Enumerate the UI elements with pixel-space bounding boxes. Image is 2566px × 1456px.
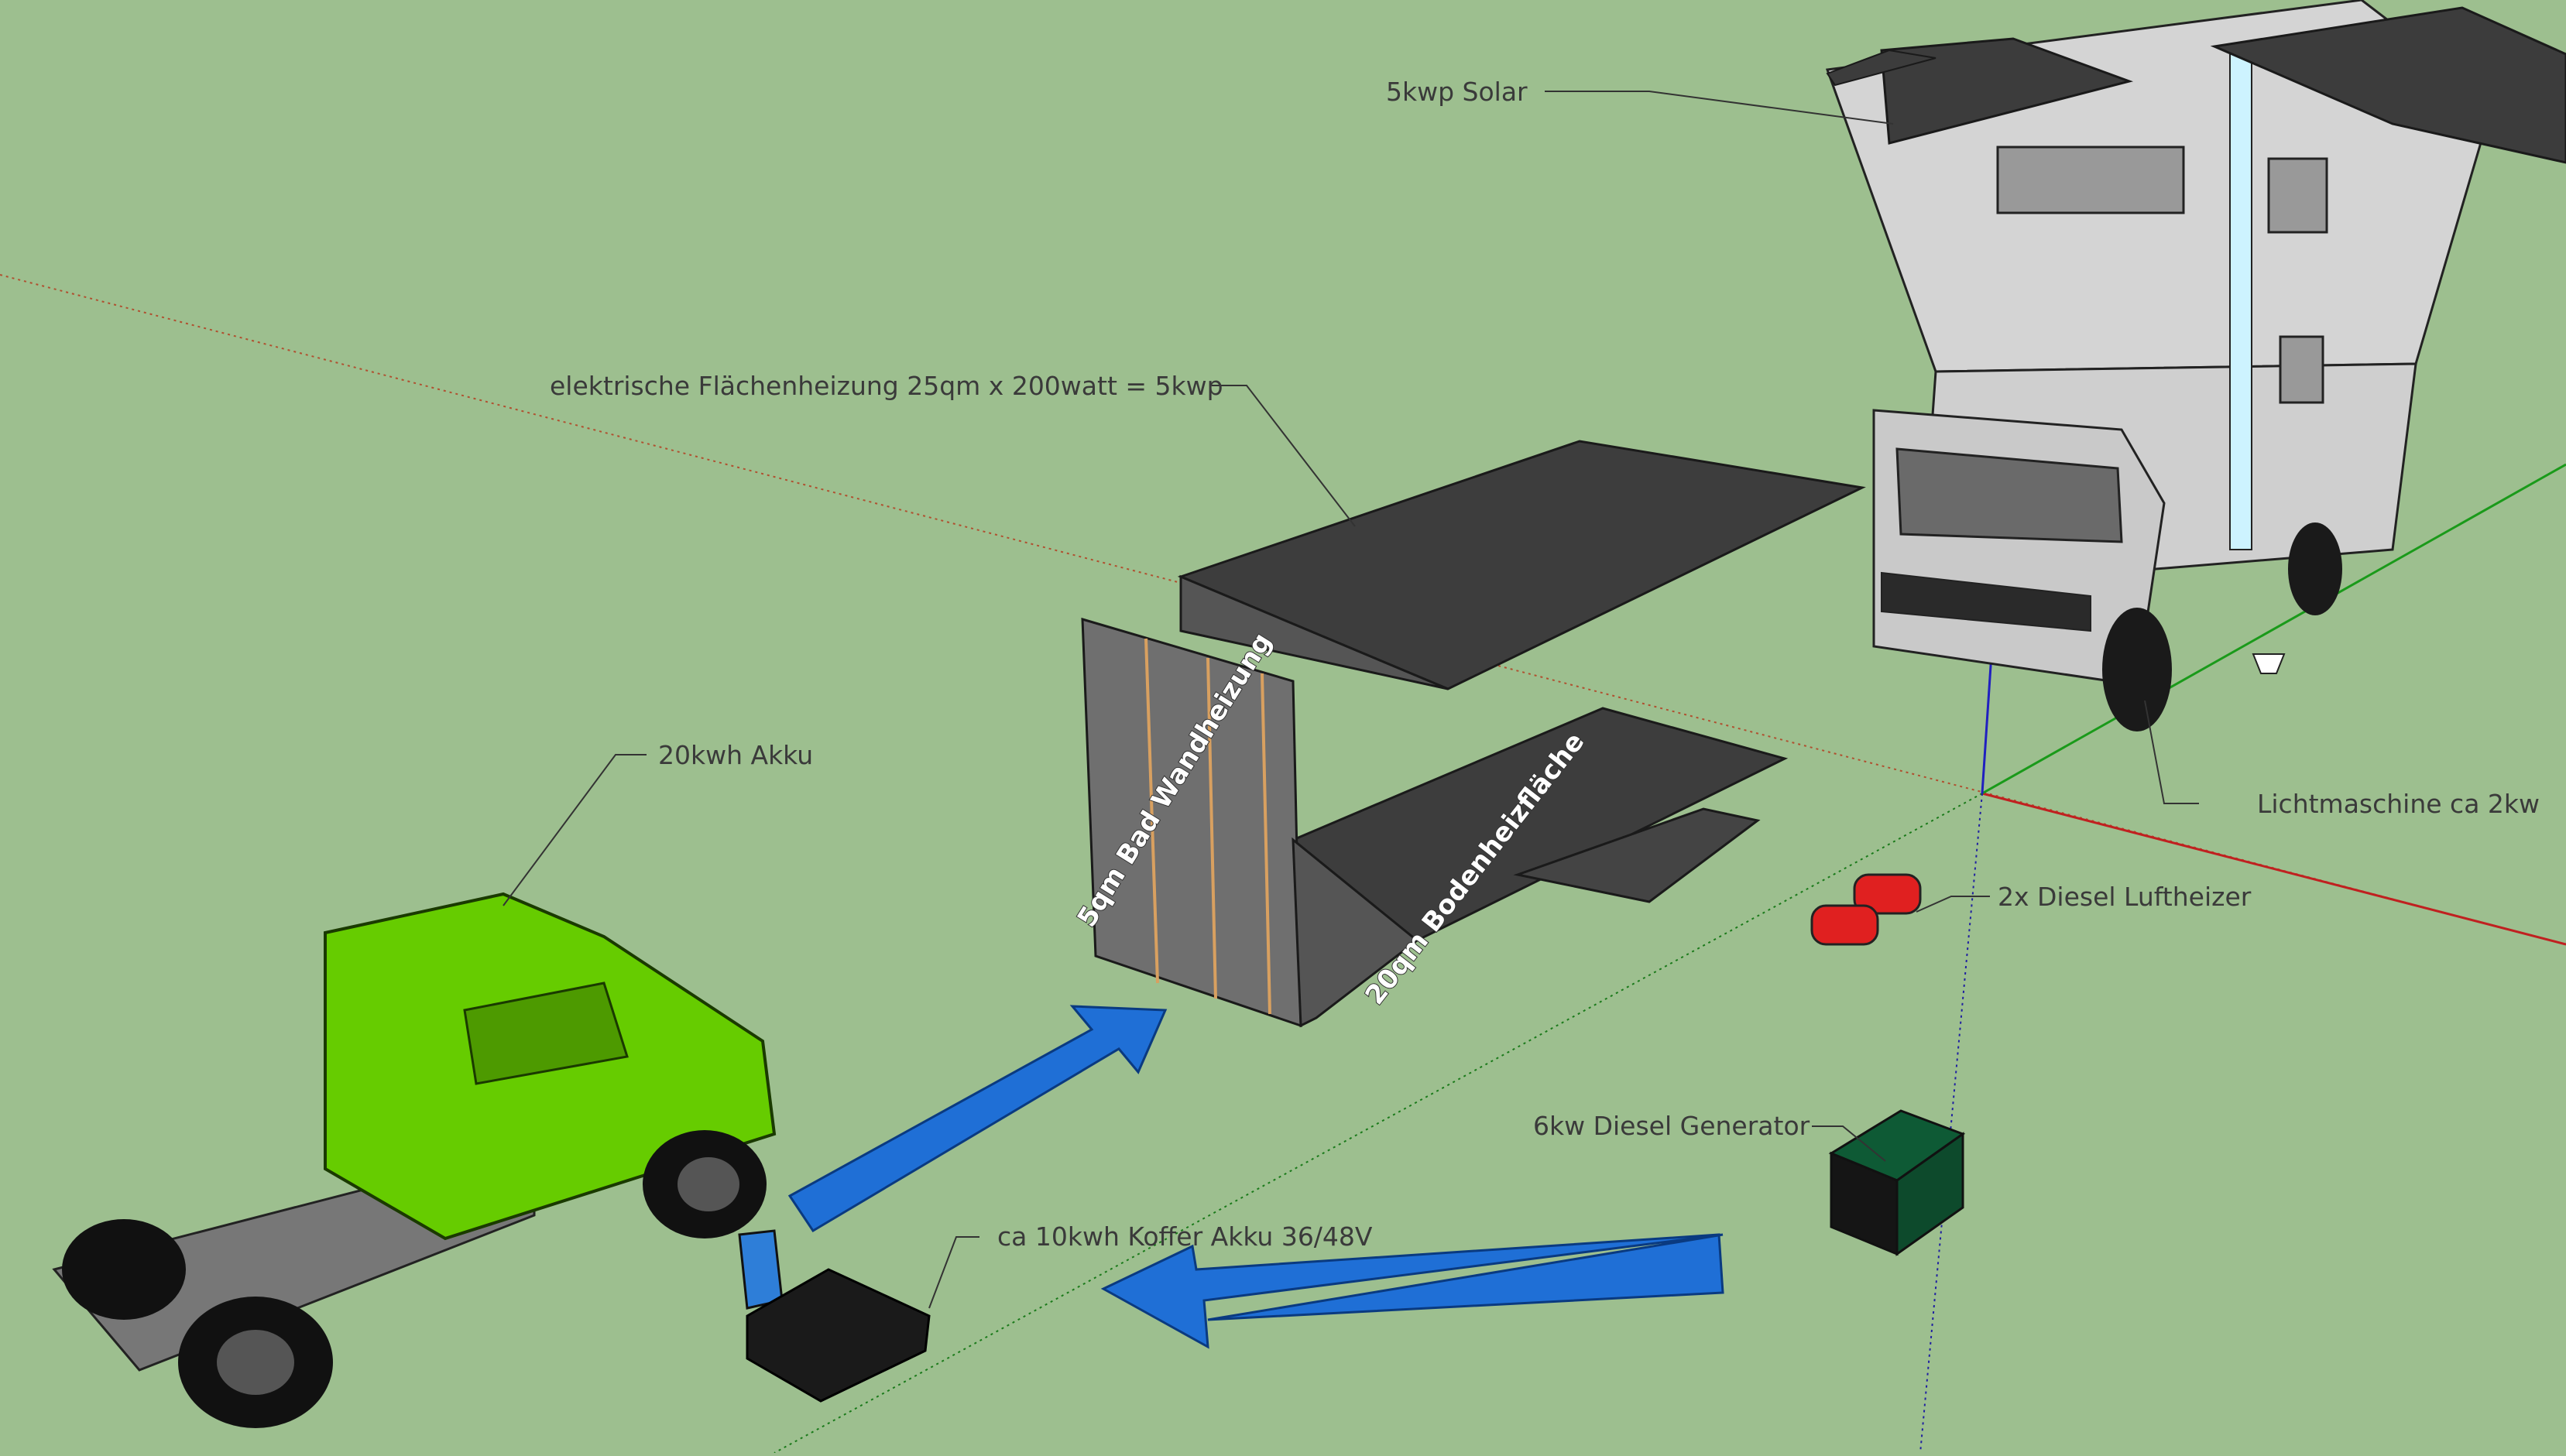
label-heating: elektrische Flächenheizung 25qm x 200wat… [550,371,1223,401]
diesel-heaters [1810,873,1922,946]
wall-heating-panel [1081,617,1419,1028]
label-solar: 5kwp Solar [1386,77,1528,107]
label-koffer-akku: ca 10kwh Koffer Akku 36/48V [997,1221,1373,1252]
label-generator: 6kw Diesel Generator [1533,1111,1810,1141]
label-luftheizer: 2x Diesel Luftheizer [1998,882,2252,912]
flow-arrows [787,1005,1724,1349]
floor-heating-panel [1177,440,1866,942]
arrow-left-icon [1100,1233,1724,1349]
label-lichtmaschine: Lichtmaschine ca 2kw [2257,789,2540,819]
arrow-right-icon [787,1005,1168,1233]
diesel-generator [1828,1109,1966,1256]
case-battery [738,1229,931,1403]
leader-lines [503,91,2199,1309]
label-akku-20: 20kwh Akku [658,740,813,770]
battery-vehicle [52,892,777,1428]
solar-roof-panels [1826,6,2566,164]
